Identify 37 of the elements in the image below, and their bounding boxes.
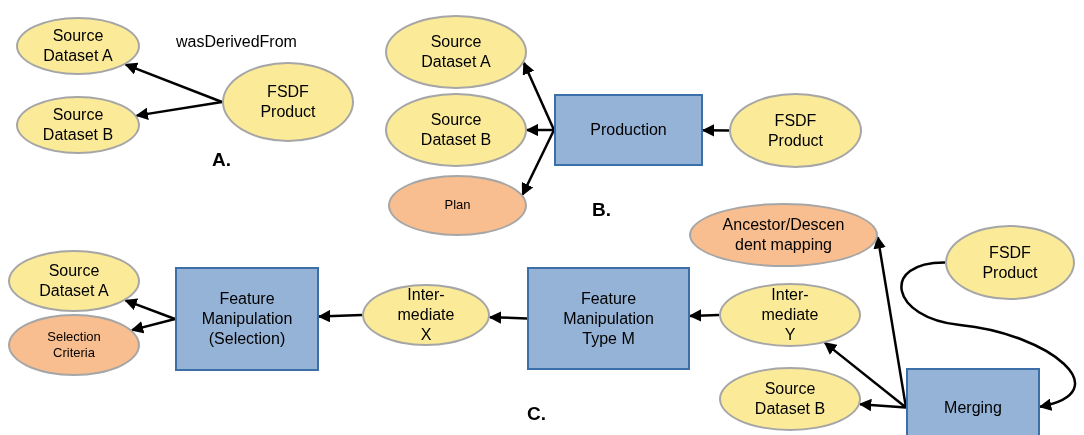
node-label: Source Dataset B (753, 379, 827, 419)
process-box (554, 94, 703, 166)
node-label: FSDF Product (766, 110, 825, 151)
entity-ellipse (8, 314, 140, 376)
node-label: Source Dataset A (420, 32, 492, 72)
node-label: Selection Criteria (46, 328, 102, 362)
node-label: Source Dataset A (42, 26, 114, 66)
node-label: FSDF Product (981, 242, 1039, 283)
arrow (823, 341, 907, 409)
relation-label: wasDerivedFrom (176, 32, 297, 52)
node-label: Ancestor/Descen dent mapping (721, 215, 846, 255)
node-label: Production (590, 120, 667, 140)
node-label: Plan (444, 197, 471, 214)
node-label: Inter- mediate Y (760, 285, 820, 345)
arrow (900, 261, 1076, 410)
node-label: FSDF Product (259, 82, 317, 122)
arrow (130, 317, 176, 334)
node-label: Merging (944, 398, 1002, 418)
node-label: Inter- mediate X (396, 285, 456, 345)
process-box (527, 267, 690, 370)
arrow (521, 129, 556, 196)
entity-ellipse (16, 17, 140, 75)
node-label: Source Dataset B (41, 105, 115, 145)
node-label: Source Dataset A (38, 261, 110, 301)
node-label: Source Dataset B (419, 110, 493, 150)
arrow (124, 298, 176, 321)
panel-label: A. (212, 148, 231, 172)
arrow (525, 123, 554, 137)
arrow (124, 62, 223, 104)
arrow (488, 311, 528, 324)
node-label: Feature Manipulation Type M (562, 288, 655, 349)
process-box (175, 267, 319, 371)
panel-label: B. (592, 198, 611, 222)
process-box (906, 368, 1040, 435)
arrow (522, 61, 556, 131)
node-label: Feature Manipulation (Selection) (200, 289, 294, 349)
panel-label: C. (527, 402, 546, 426)
